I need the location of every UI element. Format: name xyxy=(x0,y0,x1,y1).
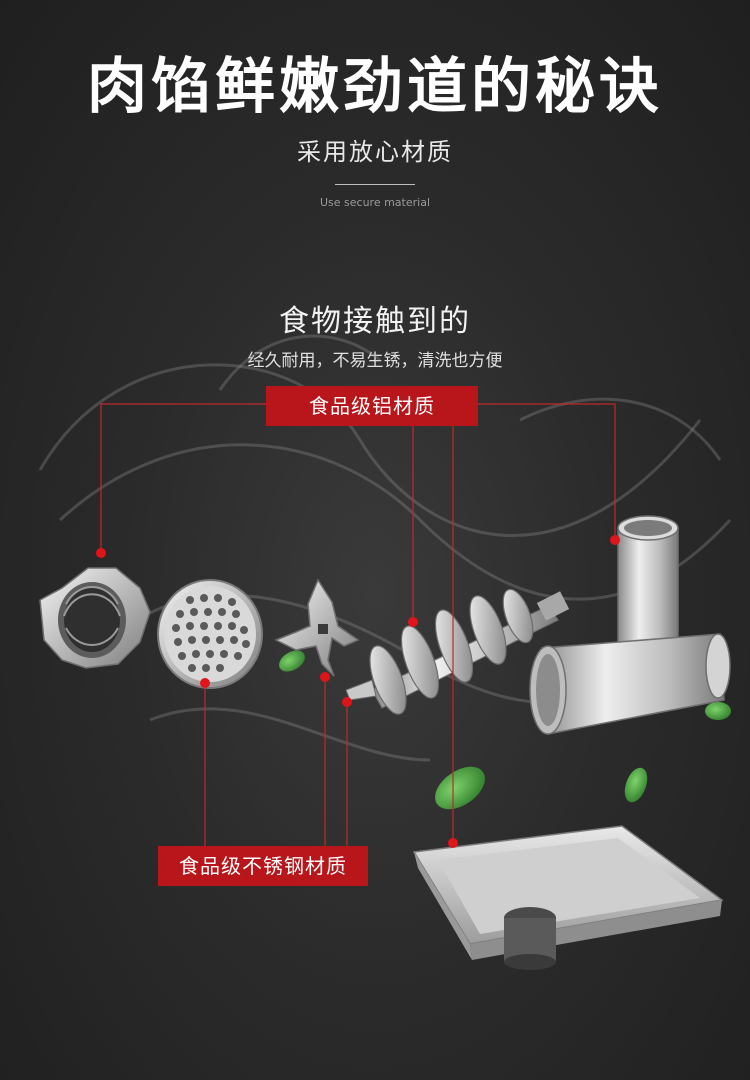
stainless-material-label: 食品级不锈钢材质 xyxy=(158,846,368,886)
aluminum-material-label: 食品级铝材质 xyxy=(266,386,478,426)
grinding-plate-part xyxy=(157,579,263,689)
leaf-icon xyxy=(705,702,731,720)
cross-blade-part xyxy=(274,578,360,677)
feature-description: 经久耐用，不易生锈，清洗也方便 xyxy=(247,351,503,371)
leaf-icon xyxy=(279,650,305,672)
leaf-icon xyxy=(435,766,485,810)
subtitle: 采用放心材质 xyxy=(297,138,453,166)
ring-nut-part xyxy=(39,567,151,669)
callout-dots xyxy=(96,535,620,848)
leaf-icon xyxy=(624,767,648,803)
feature-heading: 食物接触到的 xyxy=(279,304,471,339)
subtitle-english: Use secure material xyxy=(319,196,431,209)
page-title: 肉馅鲜嫩劲道的秘诀 xyxy=(87,52,663,122)
grinder-head-part xyxy=(529,515,731,735)
food-tray-part xyxy=(412,825,724,970)
auger-screw-part xyxy=(345,588,570,715)
divider xyxy=(335,184,415,185)
